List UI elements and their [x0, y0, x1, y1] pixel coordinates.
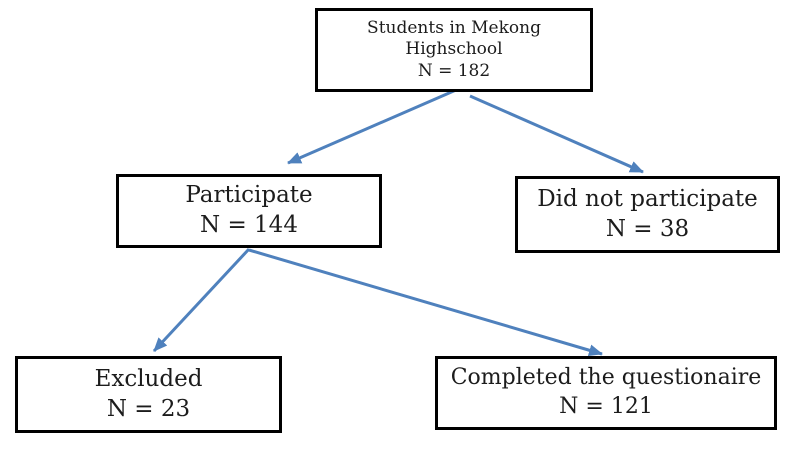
node-students-in-mekong-highschool: Students in Mekong Highschool N = 182	[315, 8, 593, 92]
node-label: Excluded	[94, 365, 203, 392]
node-count: N = 38	[605, 215, 690, 242]
arrow-root-to-participate	[287, 88, 457, 165]
arrow-participate-to-excluded	[152, 247, 251, 353]
node-label: Completed the questionaire	[450, 365, 762, 391]
arrow-root-to-did-not-participate	[469, 94, 644, 174]
arrow-participate-to-completed	[248, 248, 603, 357]
node-label: Students in Mekong Highschool	[367, 17, 541, 60]
node-label: Participate	[185, 182, 313, 209]
node-did-not-participate: Did not participate N = 38	[515, 176, 780, 253]
node-count: N = 144	[200, 212, 298, 238]
node-count: N = 121	[559, 394, 653, 419]
node-count: N = 23	[106, 395, 191, 422]
node-excluded: Excluded N = 23	[15, 356, 282, 433]
node-label: Did not participate	[537, 185, 758, 212]
node-completed-the-questionaire: Completed the questionaire N = 121	[435, 356, 777, 430]
node-count: N = 182	[417, 60, 491, 81]
node-participate: Participate N = 144	[116, 174, 382, 248]
